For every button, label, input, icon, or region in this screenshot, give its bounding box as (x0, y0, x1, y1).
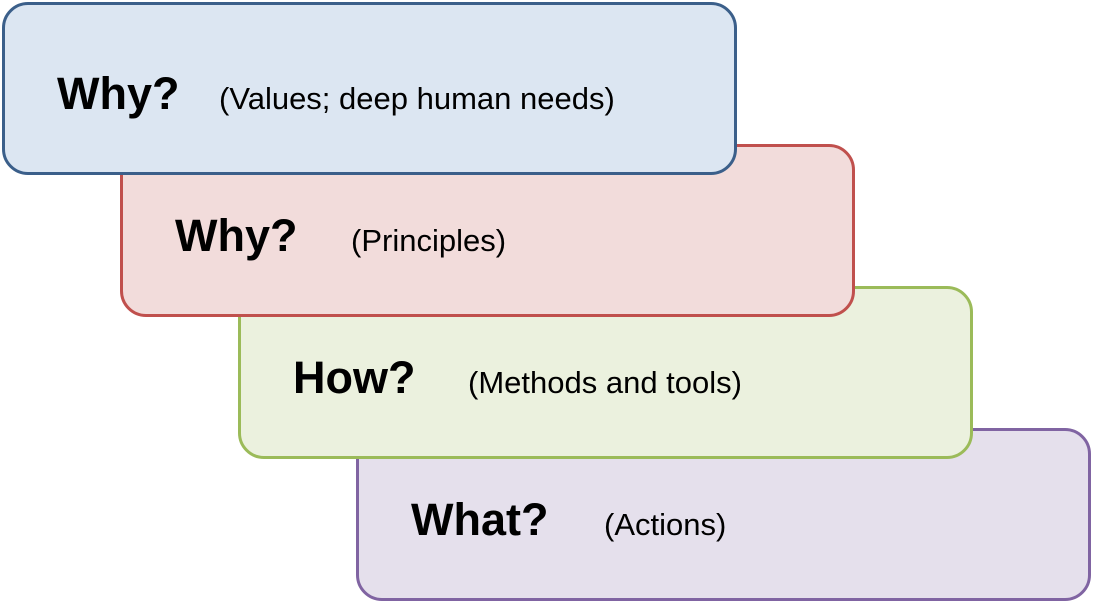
level-methods-detail: (Methods and tools) (468, 365, 742, 400)
level-values-card: Why? (Values; deep human needs) (2, 2, 737, 175)
level-principles-question: Why? (175, 210, 298, 261)
level-values-question: Why? (57, 68, 180, 119)
level-actions-detail: (Actions) (604, 507, 727, 542)
level-actions-question: What? (411, 494, 549, 545)
level-principles-detail: (Principles) (351, 223, 507, 258)
level-methods-question: How? (293, 352, 416, 403)
level-values-detail: (Values; deep human needs) (219, 81, 615, 116)
